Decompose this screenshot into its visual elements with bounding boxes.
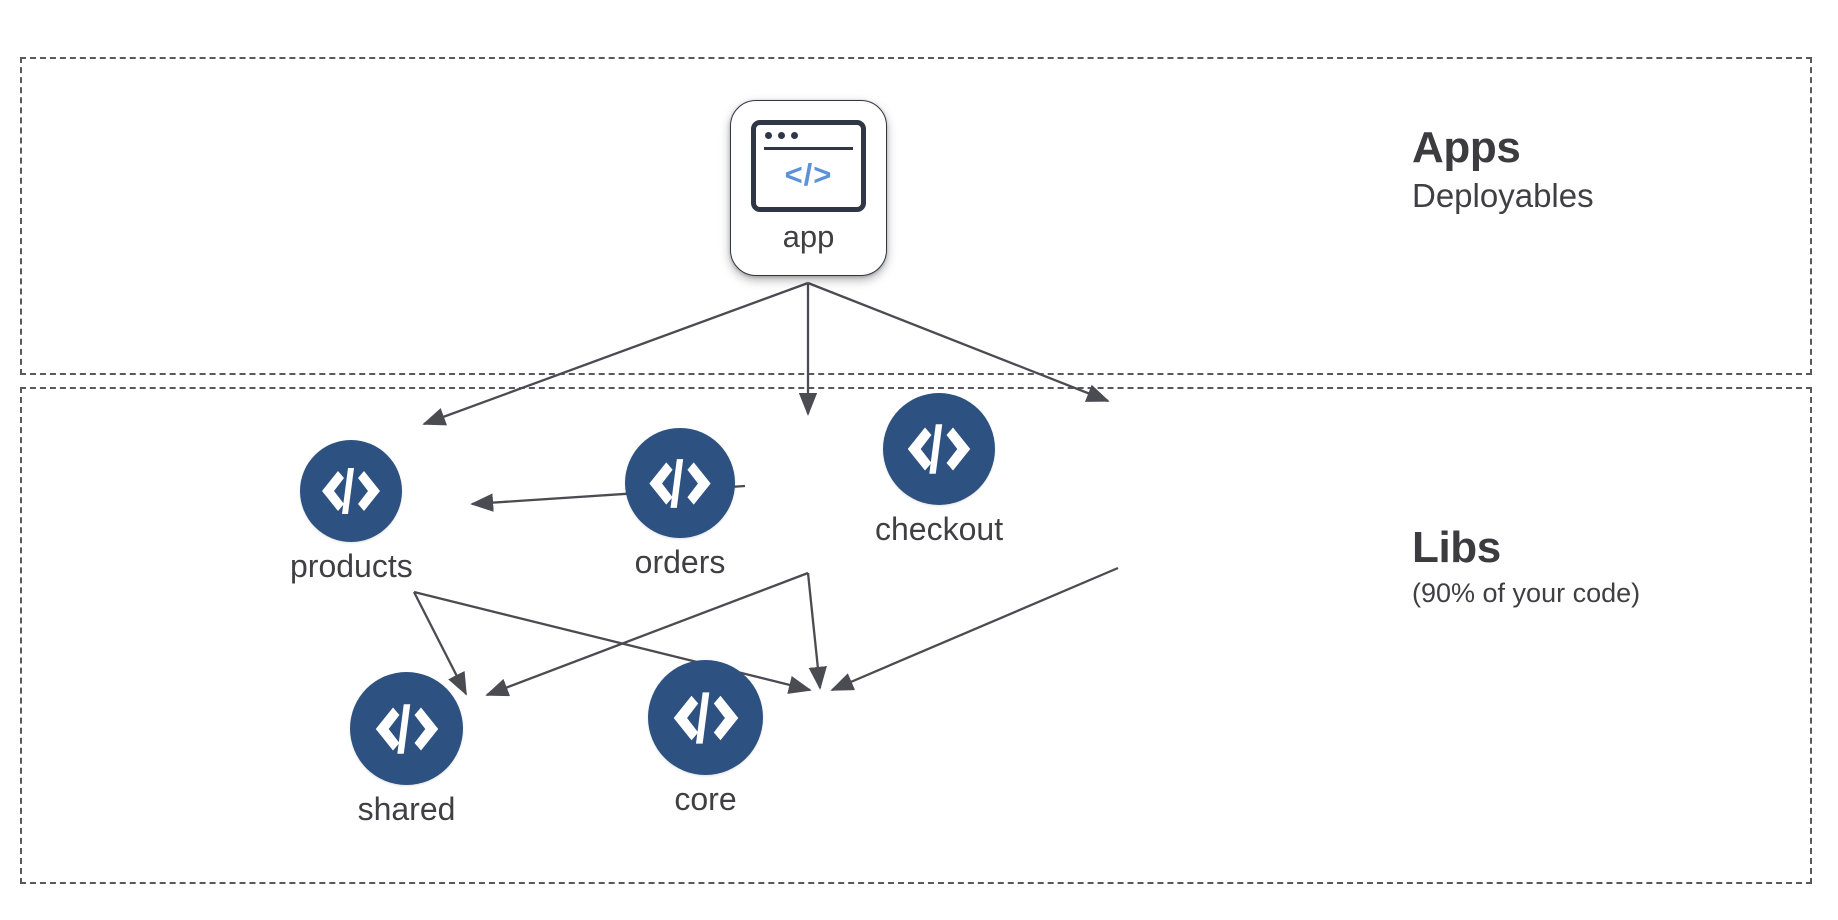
zone-libs-subtitle: (90% of your code): [1412, 578, 1641, 609]
code-brackets-icon: [625, 428, 735, 538]
code-brackets-icon: [350, 672, 463, 785]
node-products-label: products: [290, 548, 413, 584]
code-brackets-icon: [883, 393, 996, 505]
node-orders[interactable]: orders: [625, 428, 735, 578]
window-dots-icon: [765, 132, 798, 139]
code-brackets-icon: [300, 440, 403, 542]
node-core-label: core: [674, 781, 737, 817]
node-shared[interactable]: shared: [350, 672, 463, 825]
node-app[interactable]: </> app: [730, 100, 887, 276]
zone-apps-caption: Apps Deployables: [1412, 123, 1594, 216]
browser-window-code-icon: </>: [751, 120, 866, 212]
node-orders-label: orders: [634, 544, 726, 580]
node-checkout[interactable]: checkout: [875, 393, 1003, 545]
code-glyph: </>: [784, 156, 833, 192]
zone-apps-title: Apps: [1412, 123, 1521, 172]
node-app-label: app: [782, 219, 835, 254]
zone-libs-title: Libs: [1412, 523, 1501, 572]
window-titlebar-rule: [764, 147, 853, 150]
node-products[interactable]: products: [290, 440, 413, 582]
node-checkout-label: checkout: [875, 511, 1004, 547]
zone-apps-subtitle: Deployables: [1412, 177, 1594, 215]
node-core[interactable]: core: [648, 660, 763, 815]
node-shared-label: shared: [357, 791, 456, 827]
code-brackets-icon: [648, 660, 763, 775]
zone-libs-caption: Libs (90% of your code): [1412, 523, 1641, 611]
